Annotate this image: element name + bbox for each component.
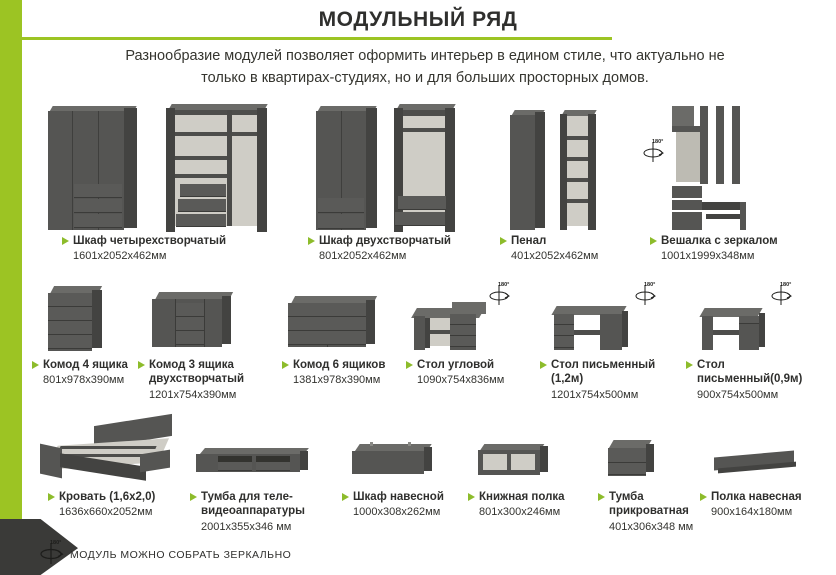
product-caption-polka-navesnaya: Полка навесная 900x164x180мм: [700, 490, 830, 520]
rotate-degrees-label: 180°: [50, 540, 62, 546]
product-image-penal: [510, 100, 620, 230]
product-name: Комод 4 ящика: [32, 358, 142, 372]
product-caption-penal: Пенал 401x2052x462мм: [500, 234, 650, 264]
product-caption-stol-uglovoy: Стол угловой 1090x754x836мм: [406, 358, 526, 388]
product-image-shkaf-navesnoy: [352, 442, 462, 484]
product-dimensions: 900x754x500мм: [697, 388, 779, 401]
product-image-komod-3: [152, 292, 262, 354]
product-name: Книжная полка: [468, 490, 598, 504]
product-caption-krovat: Кровать (1,6х2,0) 1636x660x2052мм: [48, 490, 208, 520]
product-dimensions: 2001x355x346 мм: [201, 520, 292, 533]
product-dimensions: 1000x308x262мм: [353, 506, 441, 519]
product-dimensions: 801x2052x462мм: [319, 250, 407, 263]
product-caption-komod-6: Комод 6 ящиков 1381x978x390мм: [282, 358, 392, 388]
product-name: Стол письменный(0,9м): [686, 358, 826, 387]
product-dimensions: 1601x2052x462мм: [73, 250, 167, 263]
subtitle-line-2: только в квартирах-студиях, но и для бол…: [201, 69, 649, 86]
product-caption-shkaf-4: Шкаф четырехстворчатый 1601x2052x462мм: [62, 234, 312, 264]
subtitle-line-1: Разнообразие модулей позволяет оформить …: [125, 48, 725, 64]
product-dimensions: 900x164x180мм: [711, 506, 793, 519]
product-image-komod-4: [48, 286, 128, 354]
product-caption-tumba-tv: Тумба для теле-видеоаппаратуры 2001x355x…: [190, 490, 330, 534]
product-image-komod-6: [288, 296, 398, 354]
product-dimensions: 1381x978x390мм: [293, 374, 381, 387]
product-name: Вешалка с зеркалом: [650, 234, 800, 248]
product-image-tumba-prikrovatnaya: [608, 438, 678, 484]
product-dimensions: 1001x1999x348мм: [661, 250, 755, 263]
product-image-krovat: [36, 413, 186, 482]
rotate-degrees-label: 180°: [652, 139, 664, 145]
product-caption-komod-3: Комод 3 ящика двухстворчатый 1201x754x39…: [138, 358, 268, 402]
product-name: Шкаф двухстворчатый: [308, 234, 498, 248]
mirror-assembly-icon: 180°: [36, 540, 66, 566]
product-caption-shkaf-2: Шкаф двухстворчатый 801x2052x462мм: [308, 234, 498, 264]
product-caption-stol-1-2: Стол письменный (1,2м) 1201x754x500мм: [540, 358, 680, 402]
left-green-rail: [0, 0, 22, 575]
rotate-degrees-label: 180°: [498, 282, 510, 288]
rotate-180-icon: 180°: [484, 282, 514, 307]
mirror-assembly-note: МОДУЛЬ МОЖНО СОБРАТЬ ЗЕРКАЛЬНО: [70, 549, 292, 561]
product-name: Комод 6 ящиков: [282, 358, 392, 372]
rotate-degrees-label: 180°: [644, 282, 656, 288]
product-image-polka-navesnaya: [714, 450, 824, 482]
product-dimensions: 1201x754x500мм: [551, 388, 639, 401]
product-name: Пенал: [500, 234, 650, 248]
product-name: Стол угловой: [406, 358, 526, 372]
rotate-180-icon: 180°: [630, 282, 660, 307]
rotate-180-icon: 180°: [766, 282, 796, 307]
rotate-degrees-label: 180°: [780, 282, 792, 288]
product-name: Шкаф четырехстворчатый: [62, 234, 312, 248]
product-caption-knizhnaya-polka: Книжная полка 801x300x246мм: [468, 490, 598, 520]
page-subtitle: Разнообразие модулей позволяет оформить …: [60, 46, 790, 90]
page-title: МОДУЛЬНЫЙ РЯД: [318, 8, 518, 31]
product-image-veshalka: 180°: [643, 98, 780, 232]
title-underline: [12, 37, 612, 40]
product-dimensions: 401x2052x462мм: [511, 250, 599, 263]
product-name: Полка навесная: [700, 490, 830, 504]
product-dimensions: 801x300x246мм: [479, 506, 561, 519]
product-dimensions: 1090x754x836мм: [417, 374, 505, 387]
product-caption-veshalka: Вешалка с зеркалом 1001x1999x348мм: [650, 234, 800, 264]
rotate-180-icon: 180°: [638, 139, 668, 164]
product-dimensions: 1636x660x2052мм: [59, 506, 153, 519]
product-dimensions: 1201x754x390мм: [149, 388, 237, 401]
product-dimensions: 401x306x348 мм: [609, 520, 694, 533]
product-image-stol-uglovoy: 180°: [411, 282, 512, 354]
product-name: Кровать (1,6х2,0): [48, 490, 208, 504]
product-name: Тумба для теле-видеоаппаратуры: [190, 490, 330, 519]
product-image-shkaf-4: [48, 100, 308, 232]
product-caption-stol-0-9: Стол письменный(0,9м) 900x754x500мм: [686, 358, 826, 402]
product-image-stol-1-2: 180°: [551, 282, 662, 354]
product-caption-komod-4: Комод 4 ящика 801x978x390мм: [32, 358, 142, 388]
product-name: Шкаф навесной: [342, 490, 472, 504]
product-dimensions: 801x978x390мм: [43, 374, 125, 387]
product-caption-tumba-prikrovatnaya: Тумба прикроватная 401x306x348 мм: [598, 490, 718, 534]
product-caption-shkaf-navesnoy: Шкаф навесной 1000x308x262мм: [342, 490, 472, 520]
product-image-shkaf-2: [316, 100, 466, 232]
product-name: Комод 3 ящика двухстворчатый: [138, 358, 268, 387]
product-name: Стол письменный (1,2м): [540, 358, 680, 387]
product-image-knizhnaya-polka: [478, 440, 578, 484]
product-name: Тумба прикроватная: [598, 490, 718, 519]
product-image-tumba-tv: [196, 448, 326, 484]
product-image-stol-0-9: 180°: [699, 282, 810, 354]
